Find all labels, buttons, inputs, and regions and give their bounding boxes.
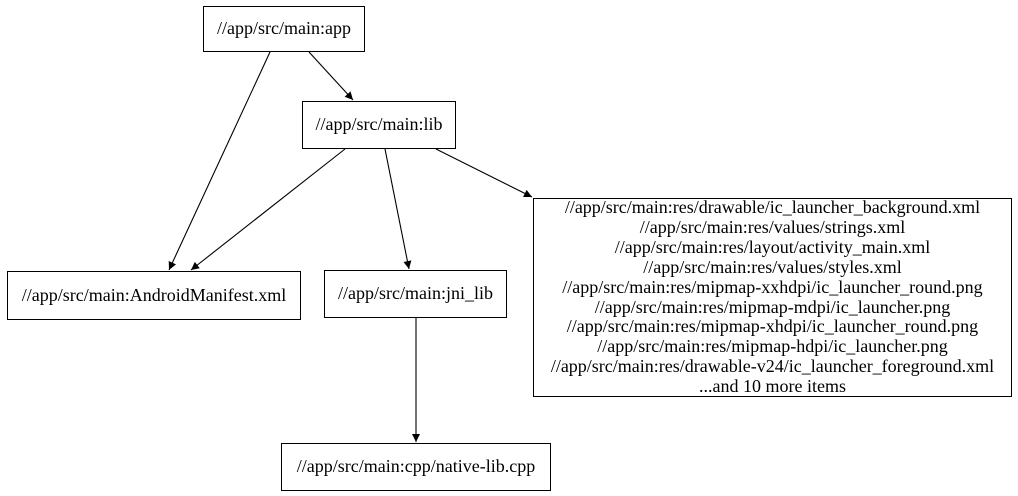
node-lib-label: //app/src/main:lib	[315, 114, 443, 135]
node-app: //app/src/main:app	[203, 6, 365, 52]
node-jni-lib: //app/src/main:jni_lib	[324, 270, 507, 318]
node-jni-lib-label: //app/src/main:jni_lib	[338, 283, 493, 304]
node-android-manifest-label: //app/src/main:AndroidManifest.xml	[21, 284, 287, 305]
edge-lib-to-android-manifest	[190, 148, 346, 271]
node-native-lib-cpp-label: //app/src/main:cpp/native-lib.cpp	[296, 456, 536, 477]
edge-lib-to-resources	[435, 148, 533, 198]
node-android-manifest: //app/src/main:AndroidManifest.xml	[7, 271, 301, 320]
node-resources: //app/src/main:res/drawable/ic_launcher_…	[533, 196, 1012, 397]
node-native-lib-cpp: //app/src/main:cpp/native-lib.cpp	[281, 443, 551, 491]
node-app-label: //app/src/main:app	[217, 18, 351, 39]
edge-app-to-android-manifest	[168, 51, 271, 271]
node-resources-label: //app/src/main:res/drawable/ic_launcher_…	[550, 196, 995, 397]
edge-lib-to-jni-lib	[384, 148, 412, 270]
node-lib: //app/src/main:lib	[302, 101, 456, 149]
edge-app-to-lib	[308, 51, 354, 101]
